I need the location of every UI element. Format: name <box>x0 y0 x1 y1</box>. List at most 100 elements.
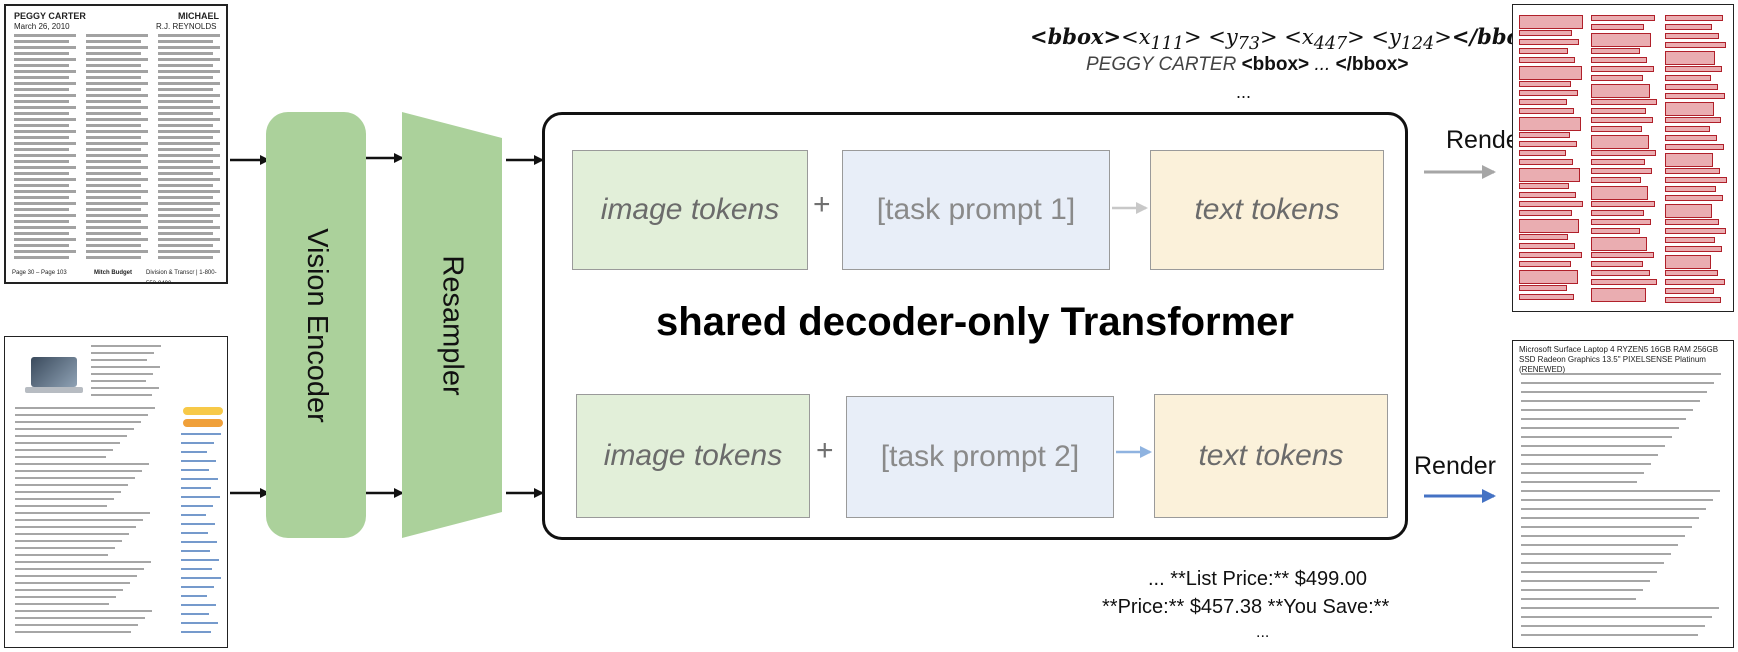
product-text-line <box>15 512 150 514</box>
highlighted-bbox <box>1665 186 1716 192</box>
doc-text-line <box>14 160 69 163</box>
doc-text-line <box>158 178 220 181</box>
markdown-line-2: **Price:** $457.38 **You Save:** <box>1102 596 1390 618</box>
highlighted-bbox <box>1665 144 1724 150</box>
product-text-line <box>91 345 161 347</box>
product-text-line <box>15 596 116 598</box>
product-text-line <box>91 352 154 354</box>
rendered-bbox-document <box>1512 4 1734 312</box>
product-link-line <box>181 595 207 597</box>
product-text-line <box>15 589 123 591</box>
render-label-2: Render <box>1414 452 1496 480</box>
image-tokens-label-2: image tokens <box>603 439 783 472</box>
highlighted-bbox <box>1519 270 1578 284</box>
highlighted-bbox <box>1591 177 1641 183</box>
doc-text-line <box>86 196 141 199</box>
product-text-line <box>15 533 129 535</box>
markdown-text-line <box>1521 562 1664 564</box>
product-text-line <box>15 449 113 451</box>
doc-text-line <box>158 58 220 61</box>
doc-text-line <box>86 184 141 187</box>
doc-text-line <box>158 70 220 73</box>
highlighted-bbox <box>1665 279 1725 285</box>
product-link-line <box>181 460 216 462</box>
doc-text-line <box>14 196 69 199</box>
y2-sub: 124 <box>1400 34 1435 55</box>
bbox-open-tag: <bbox> <box>1030 24 1122 49</box>
doc-text-line <box>86 58 148 61</box>
doc-text-line <box>158 250 220 253</box>
x1-sub: 111 <box>1150 34 1184 55</box>
highlighted-bbox <box>1665 255 1711 269</box>
highlighted-bbox <box>1665 153 1713 167</box>
product-link-line <box>181 568 212 570</box>
plus-sign-1: + <box>813 188 831 221</box>
add-to-cart-button-icon <box>183 407 223 415</box>
doc-text-line <box>158 148 213 151</box>
doc-text-line <box>14 190 76 193</box>
markdown-text-line <box>1521 490 1720 492</box>
product-image <box>31 357 77 387</box>
highlighted-bbox <box>1665 75 1711 81</box>
doc-text-line <box>86 250 148 253</box>
product-link-line <box>181 577 221 579</box>
highlighted-bbox <box>1519 159 1573 165</box>
product-text-line <box>91 373 153 375</box>
highlighted-bbox <box>1591 219 1651 225</box>
highlighted-bbox <box>1665 168 1720 174</box>
product-link-line <box>181 496 220 498</box>
highlighted-bbox <box>1591 15 1655 21</box>
doc-footer-left: Page 30 – Page 103 <box>12 270 67 276</box>
doc-text-line <box>158 46 220 49</box>
highlighted-bbox <box>1665 84 1718 90</box>
highlighted-bbox <box>1519 294 1574 300</box>
buy-now-button-icon <box>183 419 223 427</box>
highlighted-bbox <box>1665 117 1721 123</box>
markdown-text-line <box>1521 625 1705 627</box>
product-text-line <box>15 428 134 430</box>
highlighted-bbox <box>1519 81 1571 87</box>
highlighted-bbox <box>1591 288 1646 302</box>
doc-text-line <box>14 202 76 205</box>
doc-text-line <box>158 256 213 259</box>
product-text-line <box>91 380 146 382</box>
bbox-token-line: <bbox><x111> <y73> <x447> <y124></bbox> <box>1030 24 1551 55</box>
highlighted-bbox <box>1665 126 1710 132</box>
doc-text-line <box>14 106 76 109</box>
product-image-base <box>25 387 83 393</box>
highlighted-bbox <box>1665 237 1715 243</box>
highlighted-bbox <box>1519 285 1567 291</box>
peggy-bbox-open: <bbox> <box>1241 54 1310 75</box>
product-link-line <box>181 541 217 543</box>
product-link-line <box>181 622 218 624</box>
doc-text-line <box>86 220 141 223</box>
rendered-markdown-document: Microsoft Surface Laptop 4 RYZEN5 16GB R… <box>1512 340 1734 648</box>
highlighted-bbox <box>1591 261 1643 267</box>
doc-text-line <box>14 154 76 157</box>
doc-text-line <box>86 166 148 169</box>
product-text-line <box>15 498 114 500</box>
doc-header-left-sub: March 26, 2010 <box>14 22 70 31</box>
markdown-text-line <box>1521 571 1657 573</box>
markdown-text-line <box>1521 382 1714 384</box>
doc-text-line <box>86 88 141 91</box>
doc-text-line <box>158 106 220 109</box>
highlighted-bbox <box>1591 237 1647 251</box>
highlighted-bbox <box>1591 228 1640 234</box>
highlighted-bbox <box>1591 126 1642 132</box>
doc-text-line <box>158 52 213 55</box>
highlighted-bbox <box>1665 15 1723 21</box>
markdown-text-line <box>1521 553 1671 555</box>
highlighted-bbox <box>1591 279 1657 285</box>
highlighted-bbox <box>1591 66 1654 72</box>
highlighted-bbox <box>1519 219 1579 233</box>
doc-text-line <box>14 76 69 79</box>
doc-text-line <box>86 34 148 37</box>
doc-text-line <box>14 208 69 211</box>
highlighted-bbox <box>1519 234 1568 240</box>
doc-text-line <box>158 64 213 67</box>
doc-text-line <box>158 226 220 229</box>
task-prompt-label-1: [task prompt 1] <box>876 193 1076 226</box>
doc-text-line <box>86 202 148 205</box>
